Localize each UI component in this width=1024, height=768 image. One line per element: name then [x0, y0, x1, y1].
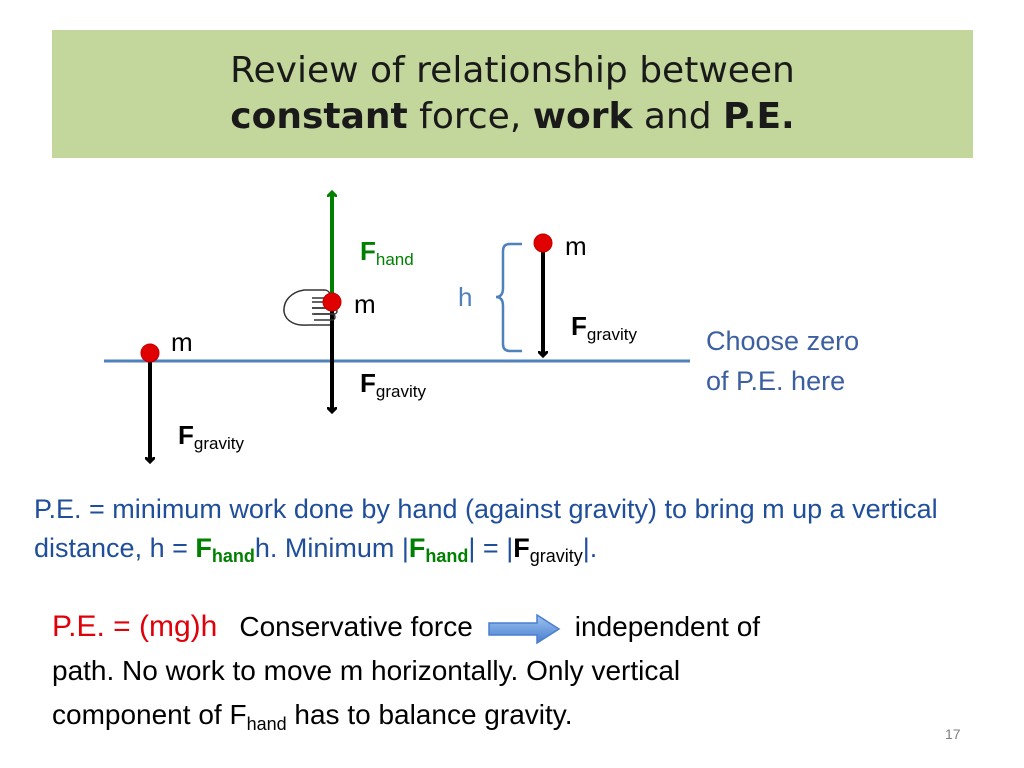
bottom-line-1: P.E. = (mg)h Conservative force independen…: [52, 605, 952, 649]
hand-force-label: Fhand: [360, 236, 414, 270]
title-word-constant: constant: [230, 96, 408, 137]
gravity-subscript-left: gravity: [193, 434, 244, 453]
conservative-force-text: Conservative force: [239, 611, 473, 642]
mass-label-right: m: [565, 231, 587, 261]
definition-text-2: h. Minimum |: [254, 533, 409, 563]
gravity-label-middle: Fgravity: [360, 368, 426, 402]
bottom-line-3-pre: component of F: [52, 699, 247, 730]
definition-text-1: P.E. = minimum work done by hand (agains…: [34, 494, 938, 563]
definition-min-f-letter: F: [408, 533, 426, 563]
height-brace: [495, 242, 522, 353]
gravity-letter-left: F: [178, 420, 194, 450]
title-word-and: and: [632, 96, 724, 137]
mass-label-middle: m: [354, 289, 376, 319]
hand-force-letter: F: [360, 236, 376, 266]
gravity-label-left: Fgravity: [178, 420, 244, 454]
title-banner: Review of relationship between constant …: [52, 30, 973, 158]
conservative-explanation: P.E. = (mg)h Conservative force independen…: [52, 605, 952, 746]
definition-text-4: |.: [582, 533, 598, 563]
title-line-1: Review of relationship between: [230, 50, 795, 91]
definition-text-3: | = |: [468, 533, 514, 563]
zero-note-line-1: Choose zero: [706, 326, 860, 356]
gravity-letter-middle: F: [360, 368, 376, 398]
bottom-line-3-post: has to balance gravity.: [286, 699, 573, 730]
mass-dot-middle: [322, 292, 342, 312]
definition-f-gravity-letter: F: [513, 533, 530, 563]
bottom-line-3-subscript: hand: [246, 714, 287, 734]
mass-label-left: m: [171, 327, 193, 357]
gravity-subscript-middle: gravity: [375, 382, 426, 401]
pe-definition: P.E. = minimum work done by hand (agains…: [34, 490, 994, 576]
bottom-line-2: path. No work to move m horizontally. On…: [52, 655, 681, 686]
definition-f-gravity-subscript: gravity: [529, 546, 583, 566]
definition-min-f-subscript: hand: [425, 546, 469, 566]
mass-dot-right: [533, 233, 553, 253]
mass-dot-left: [140, 343, 160, 363]
title-line-2: constant force, work and P.E.: [230, 94, 794, 140]
pe-formula: P.E. = (mg)h: [52, 610, 218, 643]
independent-text: independent of: [574, 611, 761, 642]
definition-f-hand-letter: F: [195, 533, 212, 563]
title-word-work: work: [532, 96, 633, 137]
bottom-line-3: component of Fhand has to balance gravit…: [52, 693, 952, 746]
hand-force-subscript: hand: [375, 250, 414, 269]
implies-arrow-icon: [488, 613, 561, 644]
slide-number: 17: [945, 726, 961, 742]
gravity-subscript-right: gravity: [586, 325, 637, 344]
title-word-pe: P.E.: [723, 96, 795, 137]
zero-note-line-2: of P.E. here: [706, 366, 846, 396]
gravity-label-right: Fgravity: [571, 311, 637, 345]
gravity-letter-right: F: [571, 311, 587, 341]
title-word-force: force,: [407, 96, 533, 137]
zero-note: Choose zero of P.E. here: [706, 321, 859, 401]
definition-f-hand-subscript: hand: [211, 546, 255, 566]
height-label: h: [458, 282, 473, 312]
